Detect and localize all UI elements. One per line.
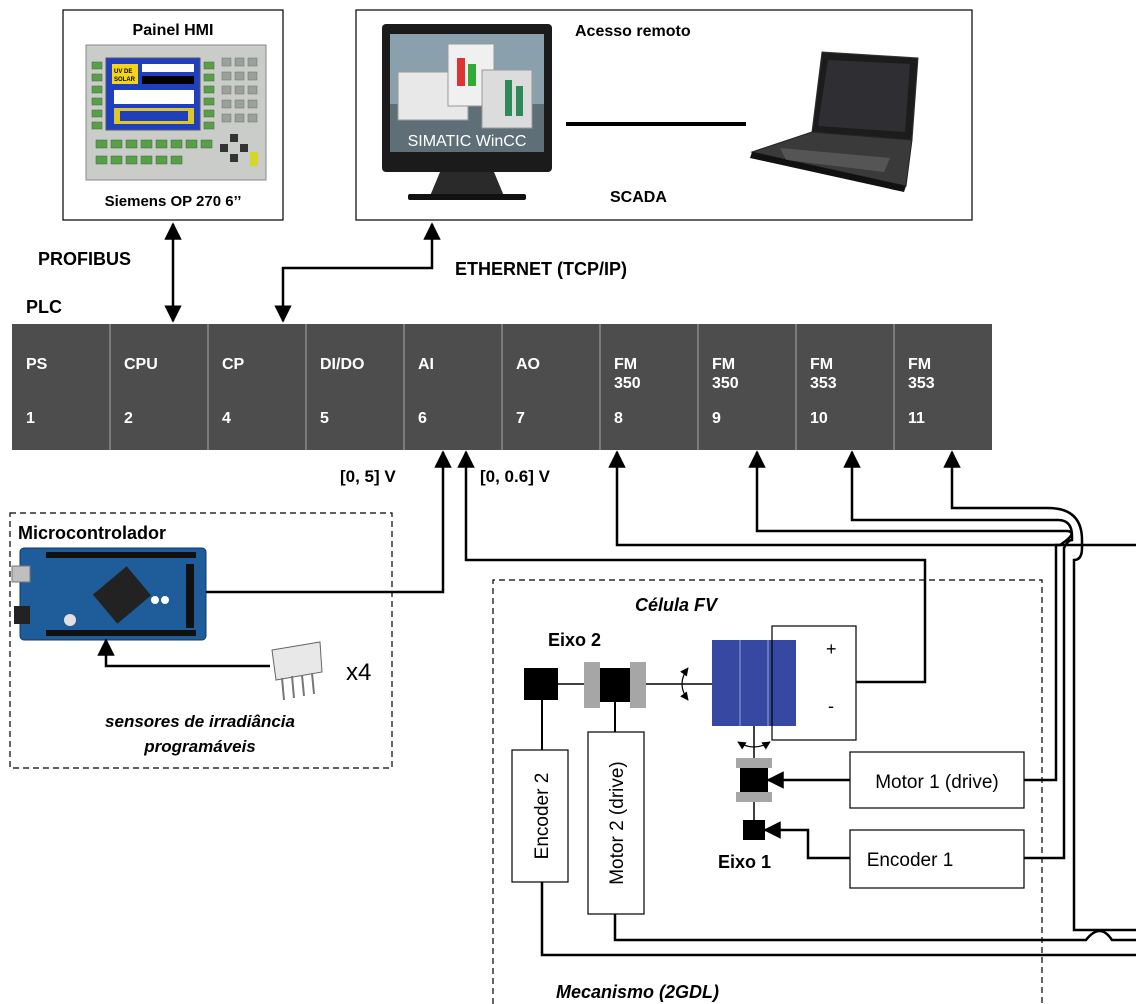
scada-label: SCADA <box>610 189 667 206</box>
remote-access-title: Acesso remoto <box>575 23 691 40</box>
plc-slot: CPU 2 <box>124 356 158 427</box>
ai-range-label: [0, 5] V <box>340 467 396 486</box>
hmi-title: Painel HMI <box>133 22 214 39</box>
motor1-label: Motor 1 (drive) <box>875 772 999 793</box>
plc-slot: AO 7 <box>516 356 540 427</box>
mechanism-title: Mecanismo (2GDL) <box>556 982 719 1002</box>
laptop-icon <box>750 51 919 192</box>
slot-name: AO <box>516 356 540 373</box>
encoder2-return-wire <box>1047 506 1136 932</box>
axis1-rotation-icon <box>737 741 771 750</box>
encoder1-block <box>743 820 765 840</box>
sensor-to-micro-link <box>97 638 270 668</box>
plc-label: PLC <box>26 297 62 317</box>
slot-name: AI <box>418 356 434 373</box>
motor2-label: Motor 2 (drive) <box>607 761 628 885</box>
axis1-label: Eixo 1 <box>718 852 771 872</box>
slot-number: 1 <box>26 410 35 427</box>
slot-number: 5 <box>320 410 329 427</box>
sensor-count-label: x4 <box>346 659 371 686</box>
fm350-slot9-link <box>748 450 1068 533</box>
ethernet-label: ETHERNET (TCP/IP) <box>455 259 627 279</box>
wincc-label: SIMATIC WinCC <box>408 133 527 150</box>
minus-terminal: - <box>828 696 834 716</box>
hmi-screen-text-1: UV DE <box>114 69 132 75</box>
slot-number: 2 <box>124 410 133 427</box>
sensors-label-line1: sensores de irradiância <box>105 712 295 731</box>
encoder2-bottom-wire <box>540 882 1136 957</box>
slot-number: 6 <box>418 410 427 427</box>
encoder1-label: Encoder 1 <box>867 850 954 871</box>
pv-panel-icon <box>712 640 796 726</box>
encoder2-shaft-block <box>524 668 558 700</box>
hmi-screen-text-2: SOLAR <box>114 77 136 83</box>
ethernet-link <box>274 222 441 323</box>
slot-number: 7 <box>516 410 525 427</box>
slot-number: 11 <box>908 410 925 427</box>
plc-slot: AI 6 <box>418 356 434 427</box>
plc-slot: PS 1 <box>26 356 48 427</box>
fm353-slot11-link <box>943 450 1048 510</box>
pv-cell-title: Célula FV <box>635 595 719 615</box>
fm353-slot10-link <box>843 450 1058 522</box>
fm350-slot8-link <box>608 450 1136 547</box>
microcontroller-box: Microcontrolador x4 sensores de irradiân… <box>9 512 393 769</box>
slot-number: 9 <box>712 410 721 427</box>
motor1-block <box>740 768 768 792</box>
slot-number: 8 <box>614 410 623 427</box>
slot-number: 4 <box>222 410 231 427</box>
arduino-board-icon <box>11 547 207 641</box>
encoder1-return-wire <box>1024 518 1074 860</box>
sensors-label-line2: programáveis <box>143 737 256 756</box>
slot-name: PS <box>26 356 48 373</box>
axis2-rotation-icon <box>680 667 689 701</box>
slot-name: CPU <box>124 356 158 373</box>
micro-to-ai-link <box>206 450 452 594</box>
hmi-model-label: Siemens OP 270 6’’ <box>105 193 242 210</box>
plc-slot: CP 4 <box>222 356 245 427</box>
micro-title: Microcontrolador <box>18 523 166 543</box>
hmi-panel-box: Painel HMI UV DE SOLAR <box>62 9 284 221</box>
slot-number: 10 <box>810 410 828 427</box>
motor2-block <box>600 668 630 702</box>
motor2-bottom-wire <box>613 914 1136 942</box>
mechanism-box: Célula FV Eixo 2 Eixo 1 Mecanismo (2GDL)… <box>492 579 1043 1004</box>
encoder2-label: Encoder 2 <box>532 773 553 860</box>
motor1-return-wire <box>1024 529 1073 782</box>
axis2-label: Eixo 2 <box>548 630 601 650</box>
monitor-icon: SIMATIC WinCC <box>382 24 552 200</box>
encoder1-link <box>763 821 850 860</box>
plc-slot: DI/DO 5 <box>320 356 364 427</box>
ao-range-label: [0, 0.6] V <box>480 467 551 486</box>
slot-name: DI/DO <box>320 356 364 373</box>
hmi-device-image: UV DE SOLAR <box>85 44 267 181</box>
plus-terminal: + <box>826 639 837 659</box>
scada-box: Acesso remoto SIMATIC WinCC SCADA <box>355 9 973 221</box>
pv-to-ao-link <box>457 450 927 684</box>
sensor-chip-icon <box>271 641 323 701</box>
profibus-label: PROFIBUS <box>38 249 131 269</box>
slot-name: CP <box>222 356 245 373</box>
